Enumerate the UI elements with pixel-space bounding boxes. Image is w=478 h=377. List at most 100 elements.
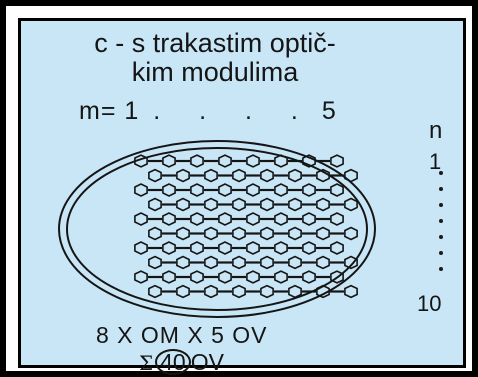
formula-line: 8 X OM X 5 OV — [96, 322, 268, 348]
optical-module-cell — [316, 168, 330, 183]
optical-module-cell — [176, 284, 190, 299]
optical-module-cell — [190, 154, 204, 168]
optical-module-cell — [204, 197, 218, 212]
optical-module-cell — [232, 168, 246, 183]
optical-module-cell — [148, 284, 162, 299]
optical-module-cell — [260, 284, 274, 299]
optical-module-cell — [204, 255, 218, 270]
optical-module-cell — [218, 241, 232, 255]
column-axis-dots — [439, 171, 445, 289]
optical-module-cell — [134, 183, 148, 197]
optical-module-cell — [134, 270, 148, 284]
optical-module-cell — [246, 241, 260, 255]
optical-module-cell — [204, 226, 218, 241]
optical-module-cell — [330, 154, 344, 168]
optical-module-cell — [288, 284, 302, 299]
optical-module-cell — [148, 255, 162, 270]
optical-module-cell — [274, 241, 288, 255]
optical-module-cell — [134, 212, 148, 226]
optical-module-cell — [330, 241, 344, 255]
optical-module-cell — [218, 270, 232, 284]
figure-panel: c - s trakastim optič- kim modulima m= 1… — [18, 18, 466, 375]
column-axis-start: 1 — [429, 149, 442, 174]
optical-module-cell — [274, 183, 288, 197]
optical-module-cell — [260, 226, 274, 241]
optical-module-cell — [162, 241, 176, 255]
optical-module-cell — [134, 241, 148, 255]
optical-module-cell — [232, 197, 246, 212]
optical-module-cell — [330, 270, 344, 284]
optical-module-cell — [316, 255, 330, 270]
optical-module-cell — [344, 226, 358, 241]
sum-value-circled: 40 — [155, 349, 191, 375]
optical-module-cell — [176, 197, 190, 212]
optical-module-cell — [162, 183, 176, 197]
optical-module-cell — [162, 212, 176, 226]
optical-module-cell — [302, 212, 316, 226]
optical-module-cell — [176, 168, 190, 183]
module-index-dots: . . . . — [153, 97, 314, 125]
optical-module-cell — [260, 197, 274, 212]
optical-module-cell — [274, 154, 288, 168]
optical-module-cell — [288, 168, 302, 183]
optical-module-cell — [204, 284, 218, 299]
optical-module-cell — [330, 183, 344, 197]
column-axis-label: n — [429, 117, 443, 144]
module-index-row: m= 1 . . . . 5 — [79, 97, 337, 126]
optical-module-grid — [134, 154, 358, 299]
optical-module-cell — [344, 197, 358, 212]
title-line-1: c - s trakastim optič- — [94, 28, 336, 58]
optical-module-cell — [316, 197, 330, 212]
optical-module-cell — [344, 255, 358, 270]
optical-module-cell — [274, 270, 288, 284]
optical-module-cell — [302, 183, 316, 197]
optical-module-cell — [148, 197, 162, 212]
optical-module-cell — [232, 255, 246, 270]
optical-module-cell — [204, 168, 218, 183]
optical-module-cell — [176, 226, 190, 241]
optical-module-cell — [260, 255, 274, 270]
sum-symbol: Σ — [139, 351, 154, 375]
optical-module-cell — [232, 226, 246, 241]
optical-module-cell — [302, 270, 316, 284]
optical-module-cell — [190, 212, 204, 226]
optical-module-cell — [302, 241, 316, 255]
optical-module-cell — [344, 284, 358, 299]
optical-module-cell — [148, 168, 162, 183]
cable-cross-section — [58, 140, 376, 318]
sum-unit: OV — [190, 349, 224, 375]
optical-module-cell — [218, 154, 232, 168]
optical-module-cell — [190, 270, 204, 284]
optical-module-cell — [246, 212, 260, 226]
optical-module-cell — [190, 241, 204, 255]
cable-inner-ring — [66, 147, 368, 311]
optical-module-cell — [134, 154, 148, 168]
optical-module-cell — [288, 197, 302, 212]
optical-module-cell — [232, 284, 246, 299]
optical-module-cell — [288, 226, 302, 241]
figure-title: c - s trakastim optič- kim modulima — [45, 29, 385, 87]
optical-module-cell — [302, 154, 316, 168]
module-index-end: 5 — [321, 97, 337, 125]
optical-module-cell — [260, 168, 274, 183]
optical-module-cell — [162, 270, 176, 284]
optical-module-cell — [148, 226, 162, 241]
title-line-2: kim modulima — [131, 57, 299, 87]
optical-module-cell — [218, 212, 232, 226]
cable-outer-ring — [58, 140, 376, 318]
optical-module-cell — [344, 168, 358, 183]
optical-module-cell — [246, 270, 260, 284]
optical-module-cell — [316, 226, 330, 241]
optical-module-cell — [316, 284, 330, 299]
optical-module-cell — [162, 154, 176, 168]
optical-module-cell — [246, 183, 260, 197]
optical-module-cell — [190, 183, 204, 197]
optical-module-cell — [288, 255, 302, 270]
optical-module-cell — [330, 212, 344, 226]
module-index-prefix: m= 1 — [79, 97, 140, 125]
optical-module-cell — [176, 255, 190, 270]
column-axis-end: 10 — [417, 291, 442, 316]
optical-module-cell — [246, 154, 260, 168]
